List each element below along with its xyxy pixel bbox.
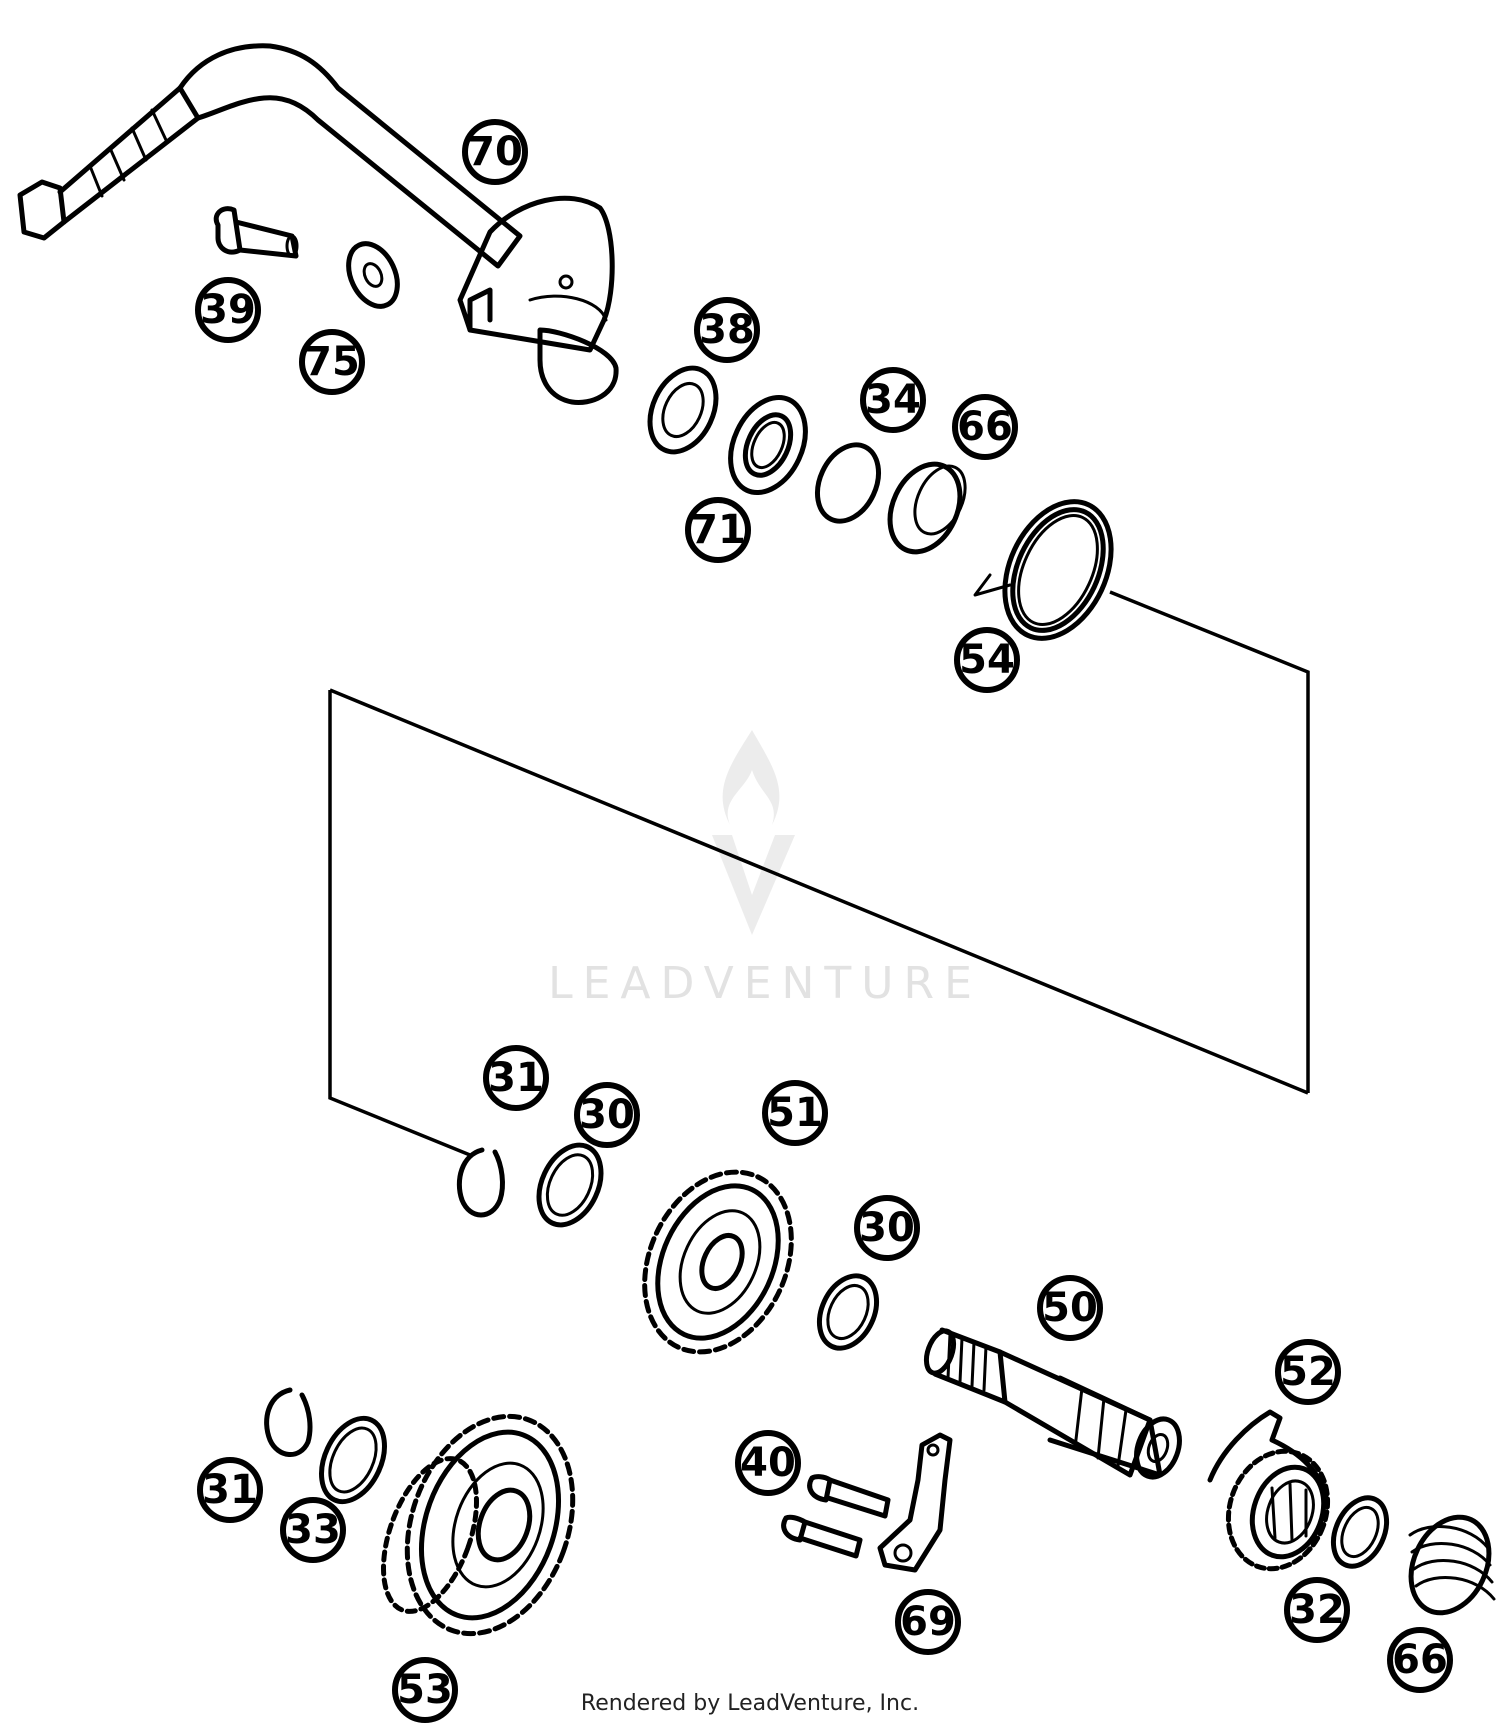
leadventure-watermark: LEADVENTURE <box>548 730 982 1009</box>
callout-label: 69 <box>900 1599 956 1645</box>
circlip-31-upper <box>456 1147 505 1218</box>
callout-label: 52 <box>1280 1349 1336 1395</box>
callout-label: 66 <box>1392 1637 1448 1683</box>
seal-ring-38 <box>647 365 719 455</box>
callout-label: 31 <box>202 1467 258 1513</box>
callout-71: 71 <box>685 497 751 563</box>
bolt-39 <box>213 206 299 259</box>
circlip-31-lower <box>264 1387 313 1457</box>
callout-label: 71 <box>690 507 746 553</box>
callout-label: 54 <box>959 637 1015 683</box>
callout-label: 39 <box>200 287 256 333</box>
callout-label: 31 <box>488 1055 544 1101</box>
callout-31-lower: 31 <box>197 1457 263 1523</box>
assembly-frame-lines <box>328 590 1310 1157</box>
callout-label: 30 <box>859 1205 915 1251</box>
callout-51: 51 <box>762 1080 828 1146</box>
washer-33 <box>319 1415 387 1505</box>
callout-75: 75 <box>299 329 365 395</box>
kick-starter-ratchet-52 <box>1207 1409 1331 1572</box>
callout-34: 34 <box>860 367 926 433</box>
shaft-seal-ring-71 <box>728 394 808 496</box>
washer-30-lower <box>816 1273 880 1351</box>
callout-38: 38 <box>694 297 760 363</box>
callout-40: 40 <box>735 1430 801 1496</box>
callout-70: 70 <box>462 119 528 185</box>
screws-40 <box>781 1474 891 1559</box>
callout-33: 33 <box>280 1497 346 1563</box>
footer-credit: Rendered by LeadVenture, Inc. <box>581 1691 919 1716</box>
callout-label: 53 <box>397 1667 453 1713</box>
watermark-text: LEADVENTURE <box>548 958 982 1009</box>
circlip-34 <box>815 442 881 524</box>
spring-66-bottom <box>1408 1514 1496 1616</box>
callout-label: 66 <box>957 404 1013 450</box>
callout-50: 50 <box>1037 1275 1103 1341</box>
washer-32 <box>1330 1495 1390 1569</box>
callout-label: 30 <box>579 1092 635 1138</box>
callout-52: 52 <box>1275 1339 1341 1405</box>
leadventure-logo-icon <box>712 730 795 935</box>
callout-label: 70 <box>467 129 523 175</box>
callout-label: 32 <box>1289 1587 1345 1633</box>
callout-label: 50 <box>1042 1285 1098 1331</box>
washer-75 <box>346 241 400 309</box>
stop-plate-69 <box>877 1432 953 1573</box>
washer-30-upper <box>536 1142 604 1228</box>
callout-30-lower: 30 <box>854 1195 920 1261</box>
callout-label: 33 <box>285 1507 341 1553</box>
callout-39: 39 <box>195 277 261 343</box>
callout-69: 69 <box>895 1589 961 1655</box>
callout-label: 38 <box>699 307 755 353</box>
callout-label: 34 <box>865 377 921 423</box>
callout-30-upper: 30 <box>574 1082 640 1148</box>
callout-31-upper: 31 <box>483 1045 549 1111</box>
callout-32: 32 <box>1284 1577 1350 1643</box>
callout-53: 53 <box>392 1657 458 1723</box>
idler-gear-51 <box>642 1169 794 1355</box>
callout-66-bottom: 66 <box>1387 1627 1453 1693</box>
callout-54: 54 <box>954 627 1020 693</box>
intermediate-gear-53 <box>381 1413 576 1637</box>
kick-starter-lever <box>17 43 619 406</box>
kick-starter-spring-54 <box>973 499 1114 641</box>
callout-label: 40 <box>740 1440 796 1486</box>
callout-label: 75 <box>304 339 360 385</box>
bushing-66-top <box>887 461 967 555</box>
callout-66-top: 66 <box>952 394 1018 460</box>
callout-label: 51 <box>767 1090 823 1136</box>
kick-starter-shaft-50 <box>923 1327 1182 1480</box>
